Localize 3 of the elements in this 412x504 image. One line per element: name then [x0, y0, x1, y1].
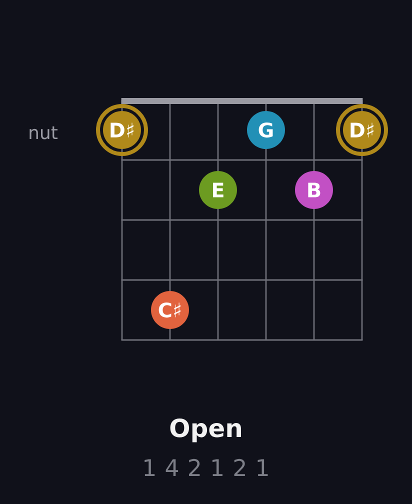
finger-numbers: 1 4 2 1 2 1: [144, 458, 268, 476]
nut-label: nut: [30, 126, 58, 140]
chord-title: Open: [170, 418, 241, 442]
